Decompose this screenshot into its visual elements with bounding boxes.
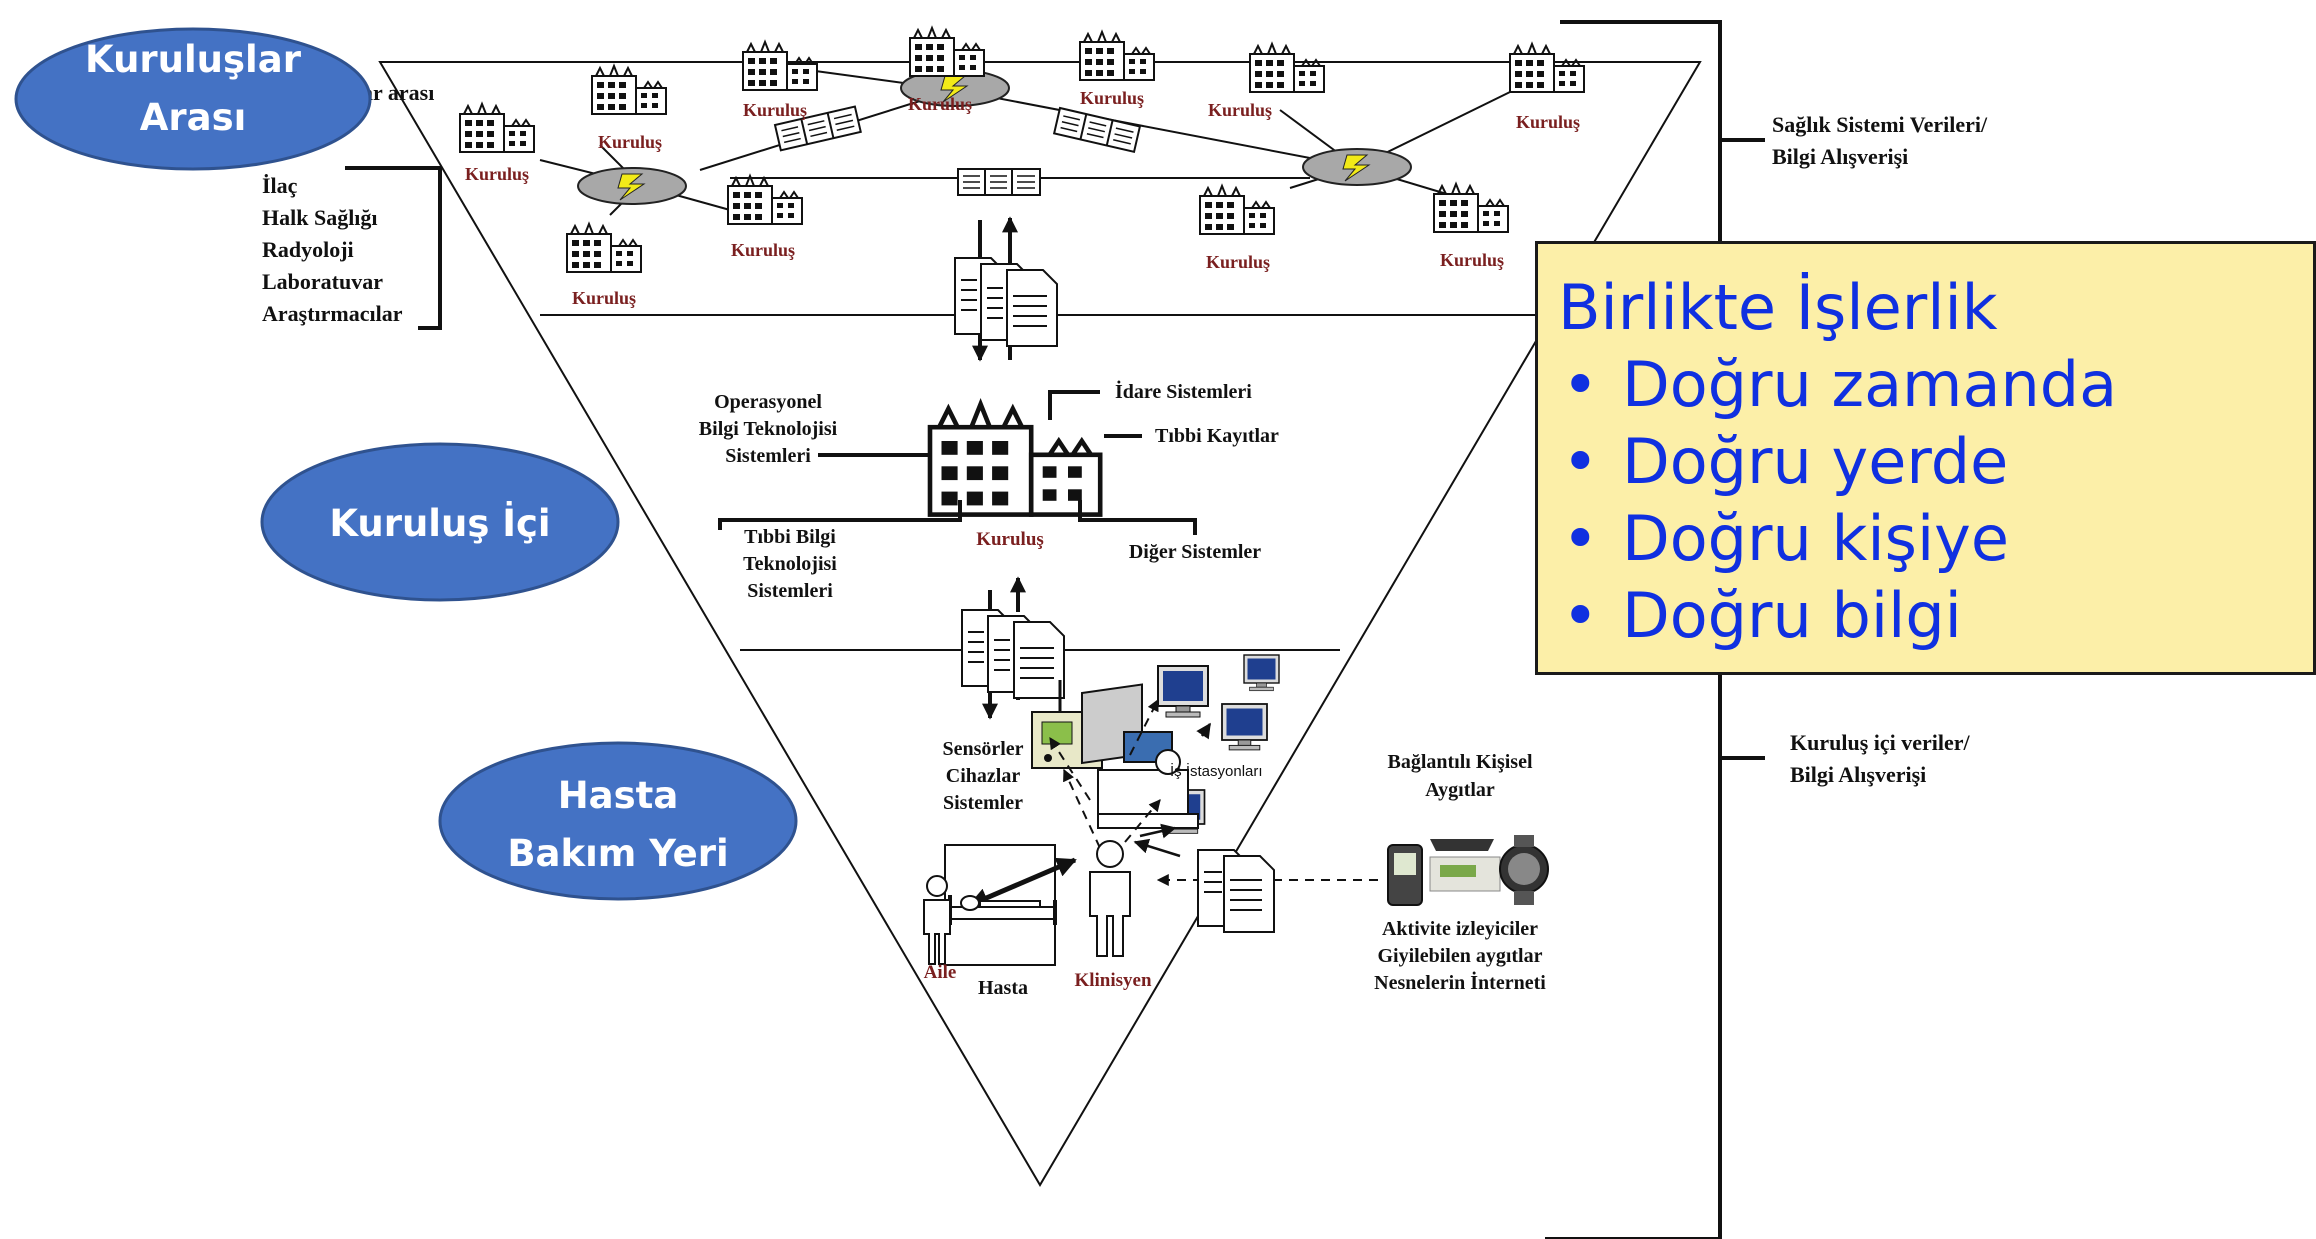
document-stack-lower: [961, 609, 1065, 699]
callout-bullet-text: Doğru bilgi: [1622, 579, 1962, 652]
org-building: [566, 223, 642, 273]
hub-left: [577, 167, 687, 205]
label-operational-1: Operasyonel: [714, 391, 822, 413]
label-patient: Hasta: [978, 977, 1028, 999]
org-building: [1509, 43, 1585, 93]
org-label: Kuruluş: [1080, 88, 1144, 108]
document-strip: [957, 168, 1041, 196]
interoperability-callout: Birlikte İşlerlik •Doğru zamanda •Doğru …: [1535, 241, 2316, 675]
label-wearables-3: Nesnelerin İnterneti: [1374, 970, 1546, 994]
org-label: Kuruluş: [1208, 100, 1272, 120]
level-care-line-1: Hasta: [558, 774, 679, 817]
label-connected-1: Bağlantılı Kişisel: [1387, 751, 1532, 773]
central-organization: [930, 404, 1100, 514]
stakeholder-item: Araştırmacılar: [262, 301, 403, 326]
hub-right: [1302, 148, 1412, 186]
org-label: Kuruluş: [743, 100, 807, 120]
org-building: [459, 103, 535, 153]
org-label: Kuruluş: [1516, 112, 1580, 132]
org-building: [1433, 183, 1509, 233]
monitor-icon: [1221, 703, 1268, 751]
org-building: [1079, 31, 1155, 81]
callout-bullet-text: Doğru kişiye: [1622, 502, 2010, 575]
right-label-top-2: Bilgi Alışverişi: [1772, 144, 1908, 169]
stakeholder-item: Halk Sağlığı: [262, 205, 378, 230]
document-strip: [1053, 107, 1141, 153]
label-sensors-2: Cihazlar: [946, 765, 1021, 787]
org-building: [727, 175, 803, 225]
org-label: Kuruluş: [1440, 250, 1504, 270]
org-building: [591, 65, 667, 115]
clinician-patient-arrow: [968, 857, 1077, 908]
level-intra-label: Kuruluş İçi: [329, 501, 550, 545]
label-clinician: Klinisyen: [1074, 970, 1152, 991]
right-label-bottom-1: Kuruluş içi veriler/: [1790, 730, 1971, 755]
monitor-icon: [1243, 654, 1280, 692]
level-intra-org: Kuruluş İçi: [260, 442, 620, 602]
label-connected-2: Aygıtlar: [1425, 779, 1495, 801]
sensor-device-icon: [1031, 683, 1173, 769]
org-building: [742, 41, 818, 91]
level-inter-org: Kuruluşlar Arası: [14, 27, 372, 171]
clinician-figure-icon: [1089, 840, 1131, 957]
label-medical-records: Tıbbi Kayıtlar: [1155, 425, 1279, 447]
report-documents-icon: [1197, 849, 1275, 933]
org-label: Kuruluş: [572, 288, 636, 308]
org-label: Kuruluş: [908, 94, 972, 114]
label-other: Diğer Sistemler: [1129, 541, 1261, 563]
callout-bullet: •Doğru kişiye: [1562, 502, 2010, 575]
org-building: [1199, 185, 1275, 235]
stakeholder-item: Radyoloji: [262, 237, 354, 262]
callout-bullet: •Doğru zamanda: [1562, 348, 2118, 421]
label-admin: İdare Sistemleri: [1115, 379, 1252, 403]
partial-header: ar arası: [362, 80, 434, 105]
central-org-label: Kuruluş: [976, 529, 1044, 550]
org-label: Kuruluş: [1206, 252, 1270, 272]
right-label-top-1: Sağlık Sistemi Verileri/: [1772, 112, 1988, 137]
label-medical-it-2: Teknolojisi: [743, 553, 837, 575]
callout-bullet-text: Doğru yerde: [1622, 425, 2009, 498]
callout-bullet-text: Doğru zamanda: [1622, 348, 2118, 421]
label-sensors-3: Sistemler: [943, 792, 1023, 814]
label-operational-2: Bilgi Teknolojisi: [699, 418, 838, 440]
level-inter-line-1: Kuruluşlar: [85, 38, 302, 81]
level-care-site: Hasta Bakım Yeri: [438, 741, 798, 901]
label-sensors-1: Sensörler: [942, 738, 1023, 760]
right-bracket: [1560, 20, 1722, 1239]
document-stack-upper: [954, 257, 1058, 347]
level-inter-line-2: Arası: [140, 96, 247, 139]
label-medical-it-1: Tıbbi Bilgi: [744, 526, 836, 548]
stakeholder-bracket: [345, 166, 442, 330]
label-workstations: İş İstasyonları: [1170, 762, 1263, 780]
family-figure-icon: [923, 875, 951, 965]
callout-bullet: •Doğru bilgi: [1562, 579, 1962, 652]
level-care-line-2: Bakım Yeri: [507, 832, 728, 875]
label-wearables-1: Aktivite izleyiciler: [1382, 918, 1538, 940]
stakeholder-item: Laboratuvar: [262, 269, 383, 294]
pyramid-outline: [378, 61, 1702, 1187]
org-building: [909, 27, 985, 77]
wearable-devices-icon: [1387, 835, 1549, 906]
org-building: [1249, 43, 1325, 93]
callout-title: Birlikte İşlerlik: [1558, 271, 1998, 344]
label-wearables-2: Giyilebilen aygıtlar: [1378, 945, 1543, 967]
label-medical-it-3: Sistemleri: [747, 580, 833, 602]
org-label: Kuruluş: [465, 164, 529, 184]
patient-bed-icon: [948, 895, 1057, 925]
monitor-icon: [1157, 665, 1209, 718]
right-label-bottom-2: Bilgi Alışverişi: [1790, 762, 1926, 787]
stakeholder-item: İlaç: [262, 173, 298, 198]
org-label: Kuruluş: [598, 132, 662, 152]
label-family: Aile: [924, 962, 957, 983]
callout-list: •Doğru zamanda •Doğru yerde •Doğru kişiy…: [1558, 346, 2313, 654]
label-operational-3: Sistemleri: [725, 445, 811, 467]
callout-bullet: •Doğru yerde: [1562, 425, 2009, 498]
org-label: Kuruluş: [731, 240, 795, 260]
